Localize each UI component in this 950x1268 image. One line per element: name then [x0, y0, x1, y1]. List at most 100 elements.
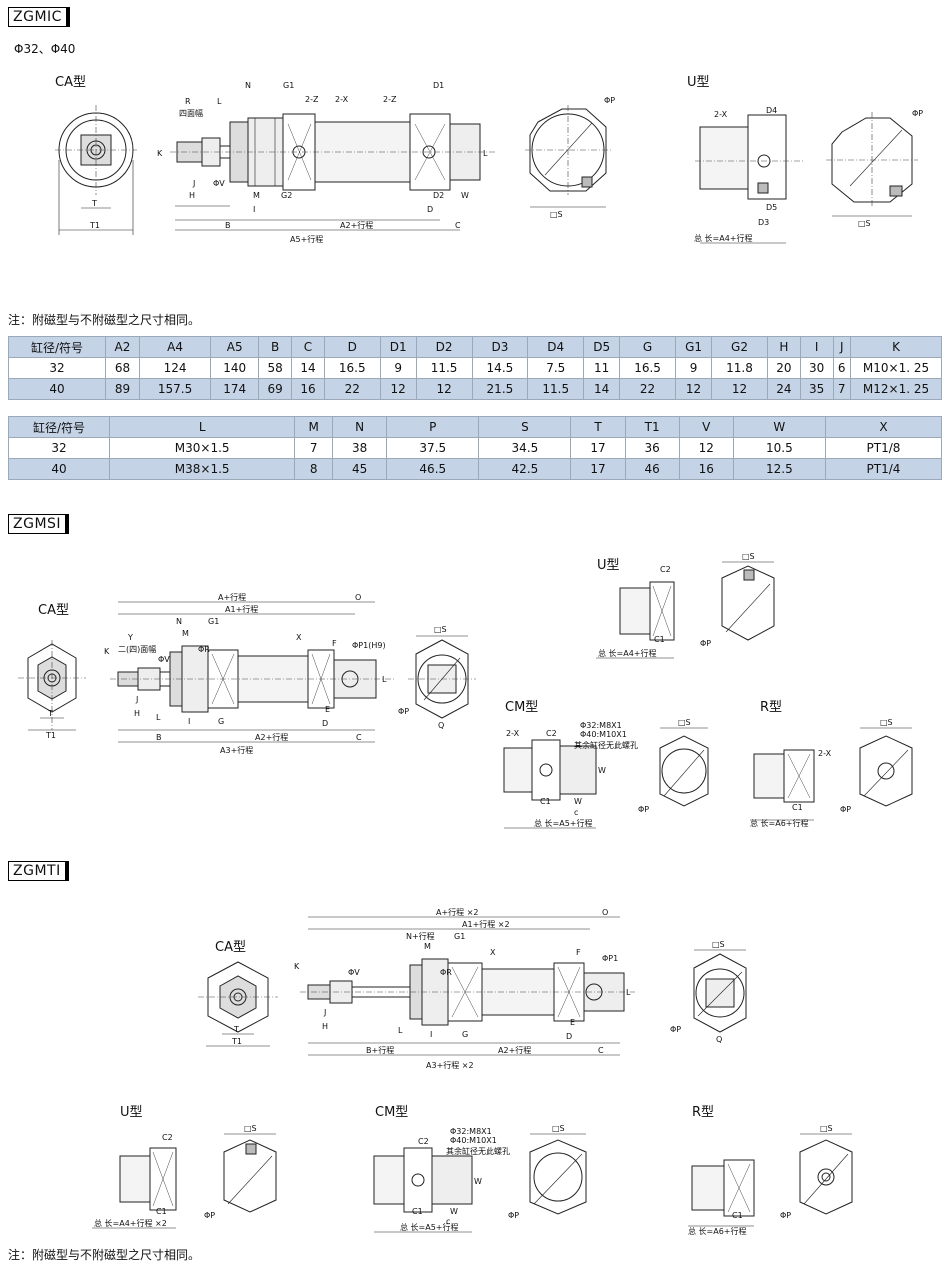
dim-u-S: □S	[742, 552, 755, 561]
dim-D1: D1	[433, 81, 444, 90]
table-header-cell: W	[732, 416, 826, 438]
table-cell: 10.5	[732, 437, 826, 459]
table-cell: 24	[766, 378, 801, 400]
table-cell: 11.8	[711, 357, 768, 379]
table-cell: 46.5	[386, 458, 480, 480]
dim-O: O	[355, 593, 361, 602]
spec-table-1: 缸径/符号 A2 A4 A5 B C D D1 D2 D3 D4 D5 G G1…	[8, 336, 942, 400]
table-header-cell: L	[108, 416, 296, 438]
table-cell: 58	[258, 357, 293, 379]
dim-cm-C1: C1	[540, 797, 551, 806]
table-header-cell: D4	[527, 336, 585, 358]
zgmic-u-side-view: 2-X D4 D5 D3 总 长=A4+行程	[694, 106, 805, 244]
table-cell: M30×1.5	[108, 437, 296, 459]
dim-X: X	[296, 633, 302, 642]
dim-phiP1: ΦP1(H9)	[352, 641, 386, 650]
dim-C2: C2	[660, 565, 671, 574]
dim-I: I	[188, 717, 190, 726]
dim-A2: A2+行程	[255, 732, 288, 742]
zgmsi-u-side-view: C2 C1 总 长=A4+行程	[596, 565, 675, 659]
zgmsi-r-label: R型	[760, 700, 783, 715]
dim-D5: D5	[766, 203, 777, 212]
table-cell: 11.5	[527, 378, 585, 400]
dim-four-face: 四面幅	[179, 108, 203, 118]
table-row: 32 M30×1.5 7 38 37.5 34.5 17 36 12 10.5 …	[8, 437, 943, 459]
dim-M: M	[253, 191, 260, 200]
dim-2Z-rear: 2-Z	[383, 95, 397, 104]
zgmic-ca-rear-view: □S ΦP	[525, 96, 615, 219]
dim-r-C1: C1	[732, 1211, 743, 1220]
zgmsi-ca-rear-view: □S ΦP Q	[398, 625, 476, 730]
dim-total-u: 总 长=A4+行程 ×2	[94, 1218, 167, 1228]
table-header-cell: G1	[674, 336, 713, 358]
table-cell: 12	[711, 378, 768, 400]
table-cell: 89	[105, 378, 140, 400]
table-cell: 7.5	[527, 357, 585, 379]
magnet-note-1: 注：附磁型与不附磁型之尺寸相同。	[8, 313, 201, 327]
dim-J: J	[192, 179, 195, 188]
dim-L: L	[382, 675, 387, 684]
dim-u-phiP: ΦP	[700, 639, 711, 648]
table-cell: 157.5	[138, 378, 212, 400]
dim-W: W	[461, 191, 469, 200]
dim-T1: T1	[45, 731, 56, 740]
dim-Y: Y	[127, 633, 133, 642]
table-header-cell: D2	[415, 336, 473, 358]
dim-G2: G2	[281, 191, 292, 200]
table-header-cell: T	[570, 416, 626, 438]
dim-E: E	[570, 1018, 575, 1027]
dim-D4: D4	[766, 106, 777, 115]
table-header-cell: H	[766, 336, 801, 358]
table-cell: 12	[415, 378, 473, 400]
dim-r-2X: 2-X	[818, 749, 832, 758]
table-cell: 11	[583, 357, 621, 379]
zgmsi-ca-side-view: A+行程 A1+行程 O N G1 M K Y 二(四)面幅 ΦV ΦR X F…	[104, 592, 395, 755]
table-cell: 11.5	[415, 357, 473, 379]
table-header-cell: N	[332, 416, 388, 438]
table-header-cell: A5	[210, 336, 260, 358]
dim-A: A+行程	[218, 592, 246, 602]
table-cell: 40	[8, 378, 106, 400]
dim-C1: C1	[156, 1207, 167, 1216]
dim-r-phiP: ΦP	[780, 1211, 791, 1220]
table-cell: M38×1.5	[108, 458, 296, 480]
table-cell: 9	[674, 357, 713, 379]
table-header-cell: M	[294, 416, 334, 438]
bore-note: Φ32、Φ40	[14, 42, 76, 56]
zgmti-u-label: U型	[120, 1105, 143, 1120]
table-cell: 68	[105, 357, 140, 379]
dim-L-rod: L	[398, 1026, 403, 1035]
table-header-cell: T1	[624, 416, 680, 438]
table-cell: 14.5	[471, 357, 529, 379]
dim-A1: A1+行程 ×2	[462, 919, 510, 929]
table-header-cell: G2	[711, 336, 768, 358]
zgmti-r-label: R型	[692, 1105, 715, 1120]
dim-phiV: ΦV	[158, 655, 170, 664]
dim-C: C	[356, 733, 362, 742]
dim-cm-S: □S	[678, 718, 691, 727]
table-cell: 22	[323, 378, 381, 400]
table-cell: 16.5	[323, 357, 381, 379]
table-cell: 12	[379, 378, 417, 400]
dim-phiP: ΦP	[604, 96, 615, 105]
dim-total-u: 总 长=A4+行程	[598, 648, 657, 658]
dim-cm-thread1: Φ32:M8X1	[450, 1127, 492, 1136]
table-cell: 12.5	[732, 458, 826, 480]
table-cell: 6	[832, 357, 851, 379]
table-cell: 36	[624, 437, 680, 459]
zgmti-ca-rear-view: □S ΦP Q	[670, 940, 747, 1044]
zgmti-r-rear-view: □S ΦP	[780, 1124, 853, 1220]
dim-C: C	[598, 1046, 604, 1055]
dim-phiV: ΦV	[213, 179, 225, 188]
dim-N: N	[176, 617, 182, 626]
zgmic-ca-label: CA型	[55, 75, 86, 90]
table-cell: 16.5	[619, 357, 676, 379]
dim-B: B+行程	[366, 1045, 394, 1055]
dim-cm-thread2: Φ40:M10X1	[450, 1136, 497, 1145]
table-header-cell: D3	[471, 336, 529, 358]
dim-cm-C1: C1	[412, 1207, 423, 1216]
section-tag-zgmsi: ZGMSI	[8, 514, 70, 534]
dim-E: E	[325, 705, 330, 714]
table-cell: 22	[619, 378, 676, 400]
dim-cm-phiP: ΦP	[508, 1211, 519, 1220]
